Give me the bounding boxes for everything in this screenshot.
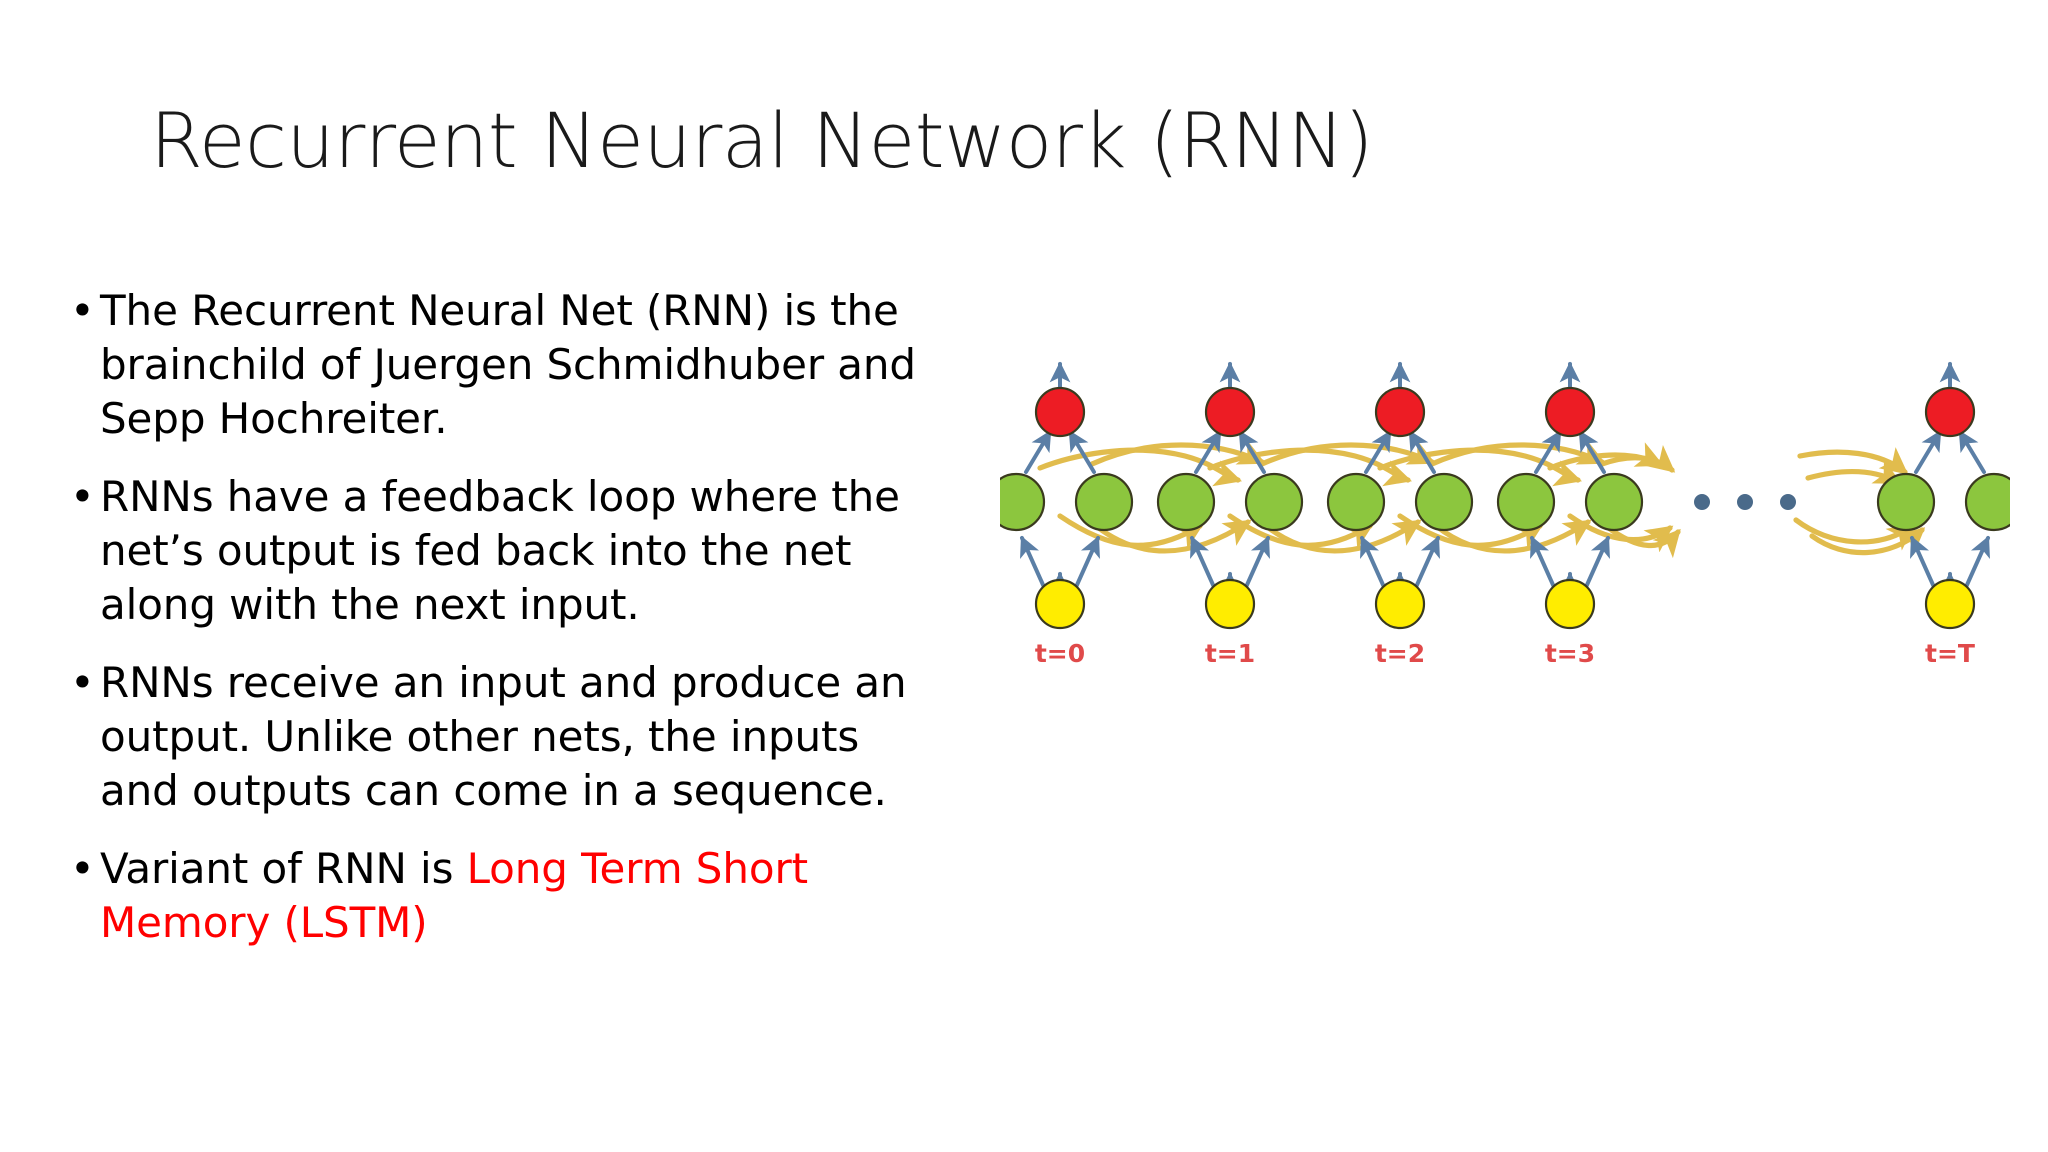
rnn-unrolled-diagram: t=0 t=1 t=2 t=3 t=T — [1000, 360, 2010, 680]
bullet-marker-icon: • — [70, 658, 95, 707]
bullet-text-plain: Variant of RNN is — [100, 844, 467, 893]
bullet-marker-icon: • — [70, 286, 95, 335]
timestep-label: t=1 — [1205, 639, 1255, 668]
bullet-marker-icon: • — [70, 844, 95, 893]
bullet-marker-icon: • — [70, 472, 95, 521]
list-item: • RNNs receive an input and produce an o… — [60, 656, 940, 818]
node-input — [1374, 578, 1426, 630]
timestep-label: t=0 — [1035, 639, 1085, 668]
ellipsis-icon — [1694, 494, 1796, 510]
node-hidden — [1414, 472, 1474, 532]
node-input — [1924, 578, 1976, 630]
list-item: • RNNs have a feedback loop where the ne… — [60, 470, 940, 632]
bullet-text: RNNs receive an input and produce an out… — [100, 658, 907, 815]
node-output — [1544, 386, 1596, 438]
node-hidden — [1584, 472, 1644, 532]
timestep-label: t=T — [1925, 639, 1975, 668]
page-title: Recurrent Neural Network (RNN) — [150, 96, 1373, 185]
node-hidden — [1964, 472, 2010, 532]
timestep-label: t=3 — [1545, 639, 1595, 668]
bullet-text: The Recurrent Neural Net (RNN) is the br… — [100, 286, 916, 443]
node-output — [1924, 386, 1976, 438]
bullet-text: Variant of RNN is Long Term Short Memory… — [100, 842, 940, 950]
body-placeholder: • The Recurrent Neural Net (RNN) is the … — [60, 284, 940, 974]
node-hidden — [1876, 472, 1936, 532]
timestep-label: t=2 — [1375, 639, 1425, 668]
node-hidden — [1326, 472, 1386, 532]
list-item: • The Recurrent Neural Net (RNN) is the … — [60, 284, 940, 446]
node-hidden — [1244, 472, 1304, 532]
bullet-text-accent: Long Term Short Memory (LSTM) — [100, 844, 808, 947]
recurrent-connections — [1037, 440, 1926, 559]
node-output — [1204, 386, 1256, 438]
node-input — [1544, 578, 1596, 630]
bullet-text: RNNs have a feedback loop where the net’… — [100, 472, 900, 629]
rnn-nodes — [1000, 386, 2010, 630]
node-hidden — [1496, 472, 1556, 532]
node-output — [1374, 386, 1426, 438]
node-input — [1204, 578, 1256, 630]
node-hidden — [1074, 472, 1134, 532]
list-item: • Variant of RNN is Long Term Short Memo… — [60, 842, 940, 950]
node-hidden — [1000, 472, 1046, 532]
node-output — [1034, 386, 1086, 438]
node-hidden — [1156, 472, 1216, 532]
node-input — [1034, 578, 1086, 630]
